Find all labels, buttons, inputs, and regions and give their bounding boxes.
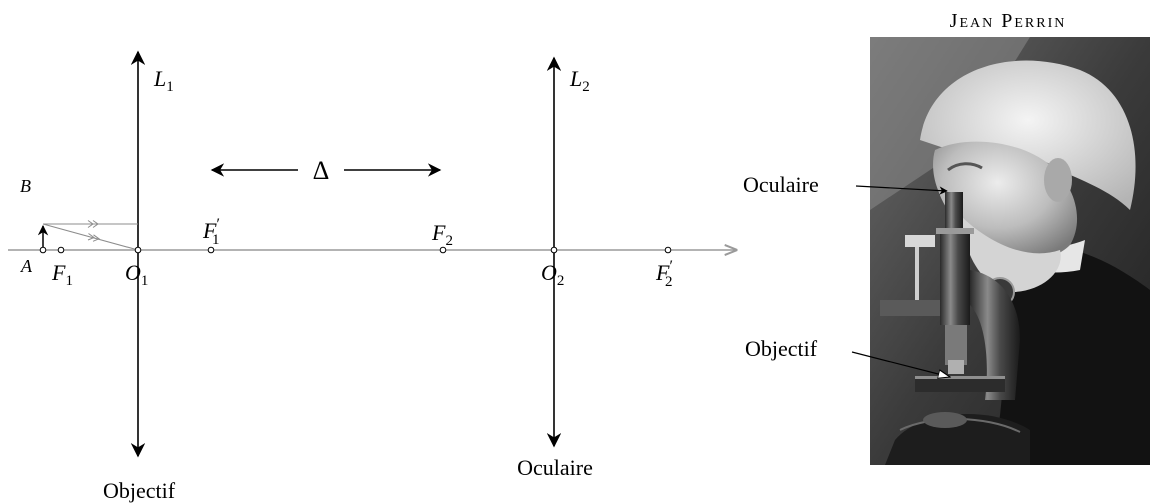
- label-f1: F1: [51, 260, 73, 289]
- objective-caption: Objectif: [103, 478, 176, 503]
- point-f2: [439, 246, 447, 254]
- label-b: B: [20, 176, 31, 196]
- interval-label: Δ: [313, 156, 330, 185]
- label-o2: O2: [541, 260, 564, 289]
- ray-through-center: [42, 223, 139, 251]
- label-o1: O1: [125, 260, 148, 289]
- photo-label-oculaire: Oculaire: [743, 172, 819, 197]
- point-o2: [550, 246, 558, 254]
- optical-diagram: L1 L2 Δ B A F1 O1 F′1 F2 O2 F′2 Objectif…: [8, 50, 736, 503]
- label-f2: F2: [431, 220, 453, 249]
- pointer-objectif: [851, 351, 950, 377]
- photo-panel: Jean Perrin: [743, 10, 1150, 465]
- microscope: [885, 192, 1030, 465]
- lens-l2-label: L2: [569, 66, 590, 95]
- jean-perrin-photo: [870, 37, 1150, 465]
- lens-l1-label: L1: [153, 66, 174, 95]
- photo-title: Jean Perrin: [950, 10, 1067, 32]
- point-o1: [134, 246, 142, 254]
- pointer-oculaire: [855, 185, 948, 195]
- ray-parallel-chevrons: [87, 220, 99, 228]
- label-a: A: [20, 256, 33, 276]
- point-f2-prime: [664, 246, 672, 254]
- point-f1-prime: [207, 246, 215, 254]
- photo-label-objectif: Objectif: [745, 336, 818, 361]
- label-f2-prime: F′2: [655, 258, 673, 290]
- label-f1-prime: F′1: [202, 216, 220, 248]
- ocular-caption: Oculaire: [517, 455, 593, 480]
- point-f1: [57, 246, 65, 254]
- point-a: [39, 246, 47, 254]
- ray-center-chevrons: [87, 233, 101, 242]
